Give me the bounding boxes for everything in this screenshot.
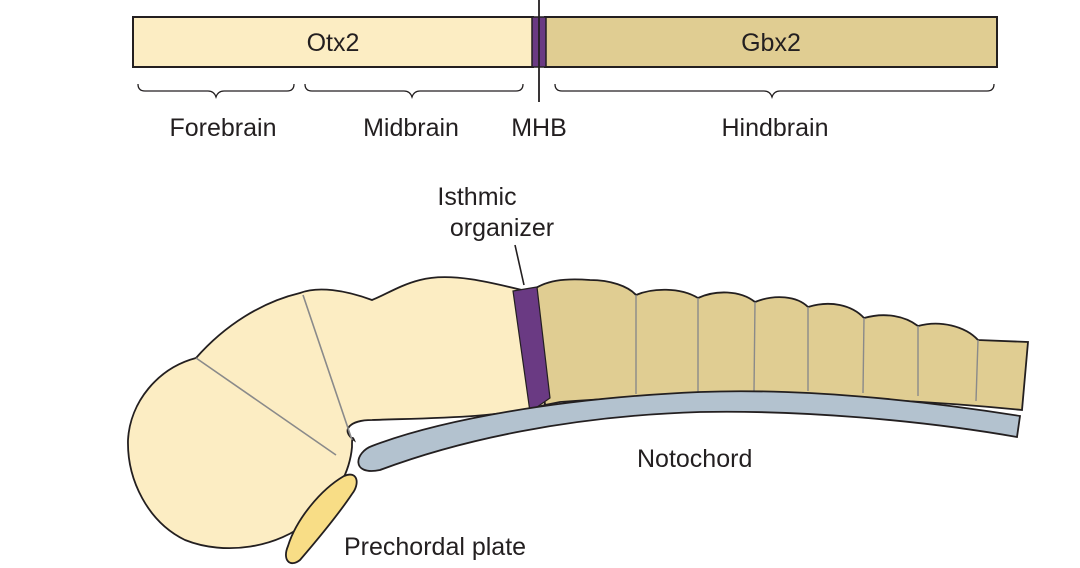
isthmic-organizer-pointer xyxy=(514,244,525,286)
prechordal-plate xyxy=(285,473,358,565)
midbrain-label: Midbrain xyxy=(363,114,459,142)
notochord-label: Notochord xyxy=(637,445,752,473)
hindbrain-label: Hindbrain xyxy=(721,114,828,142)
brain-vesicle-boundaries xyxy=(195,294,353,456)
embryo-labels: Isthmic organizer Notochord Prechordal p… xyxy=(344,183,752,561)
midbrain-brace xyxy=(304,83,524,100)
forebrain-label: Forebrain xyxy=(170,114,277,142)
gbx2-domain xyxy=(544,16,998,68)
notochord xyxy=(357,390,1022,472)
isthmic-organizer-band xyxy=(512,286,551,414)
forebrain-brace xyxy=(137,83,295,100)
hindbrain-brace xyxy=(554,83,995,100)
isthmic-organizer-label-line2: organizer xyxy=(450,214,554,242)
prechordal-plate-label: Prechordal plate xyxy=(344,533,526,561)
otx2-domain xyxy=(132,16,534,68)
gene-expression-bar: Otx2 Gbx2 xyxy=(132,0,998,102)
hindbrain-tube xyxy=(529,278,1029,411)
region-braces xyxy=(137,83,995,100)
otx2-label: Otx2 xyxy=(307,29,360,57)
isthmic-organizer-label-line1: Isthmic xyxy=(437,183,516,211)
region-labels: Forebrain Midbrain MHB Hindbrain xyxy=(170,114,829,142)
mhb-label: MHB xyxy=(511,114,567,142)
rhombomere-boundaries xyxy=(635,295,979,402)
embryo xyxy=(127,244,1029,565)
gbx2-label: Gbx2 xyxy=(741,29,801,57)
